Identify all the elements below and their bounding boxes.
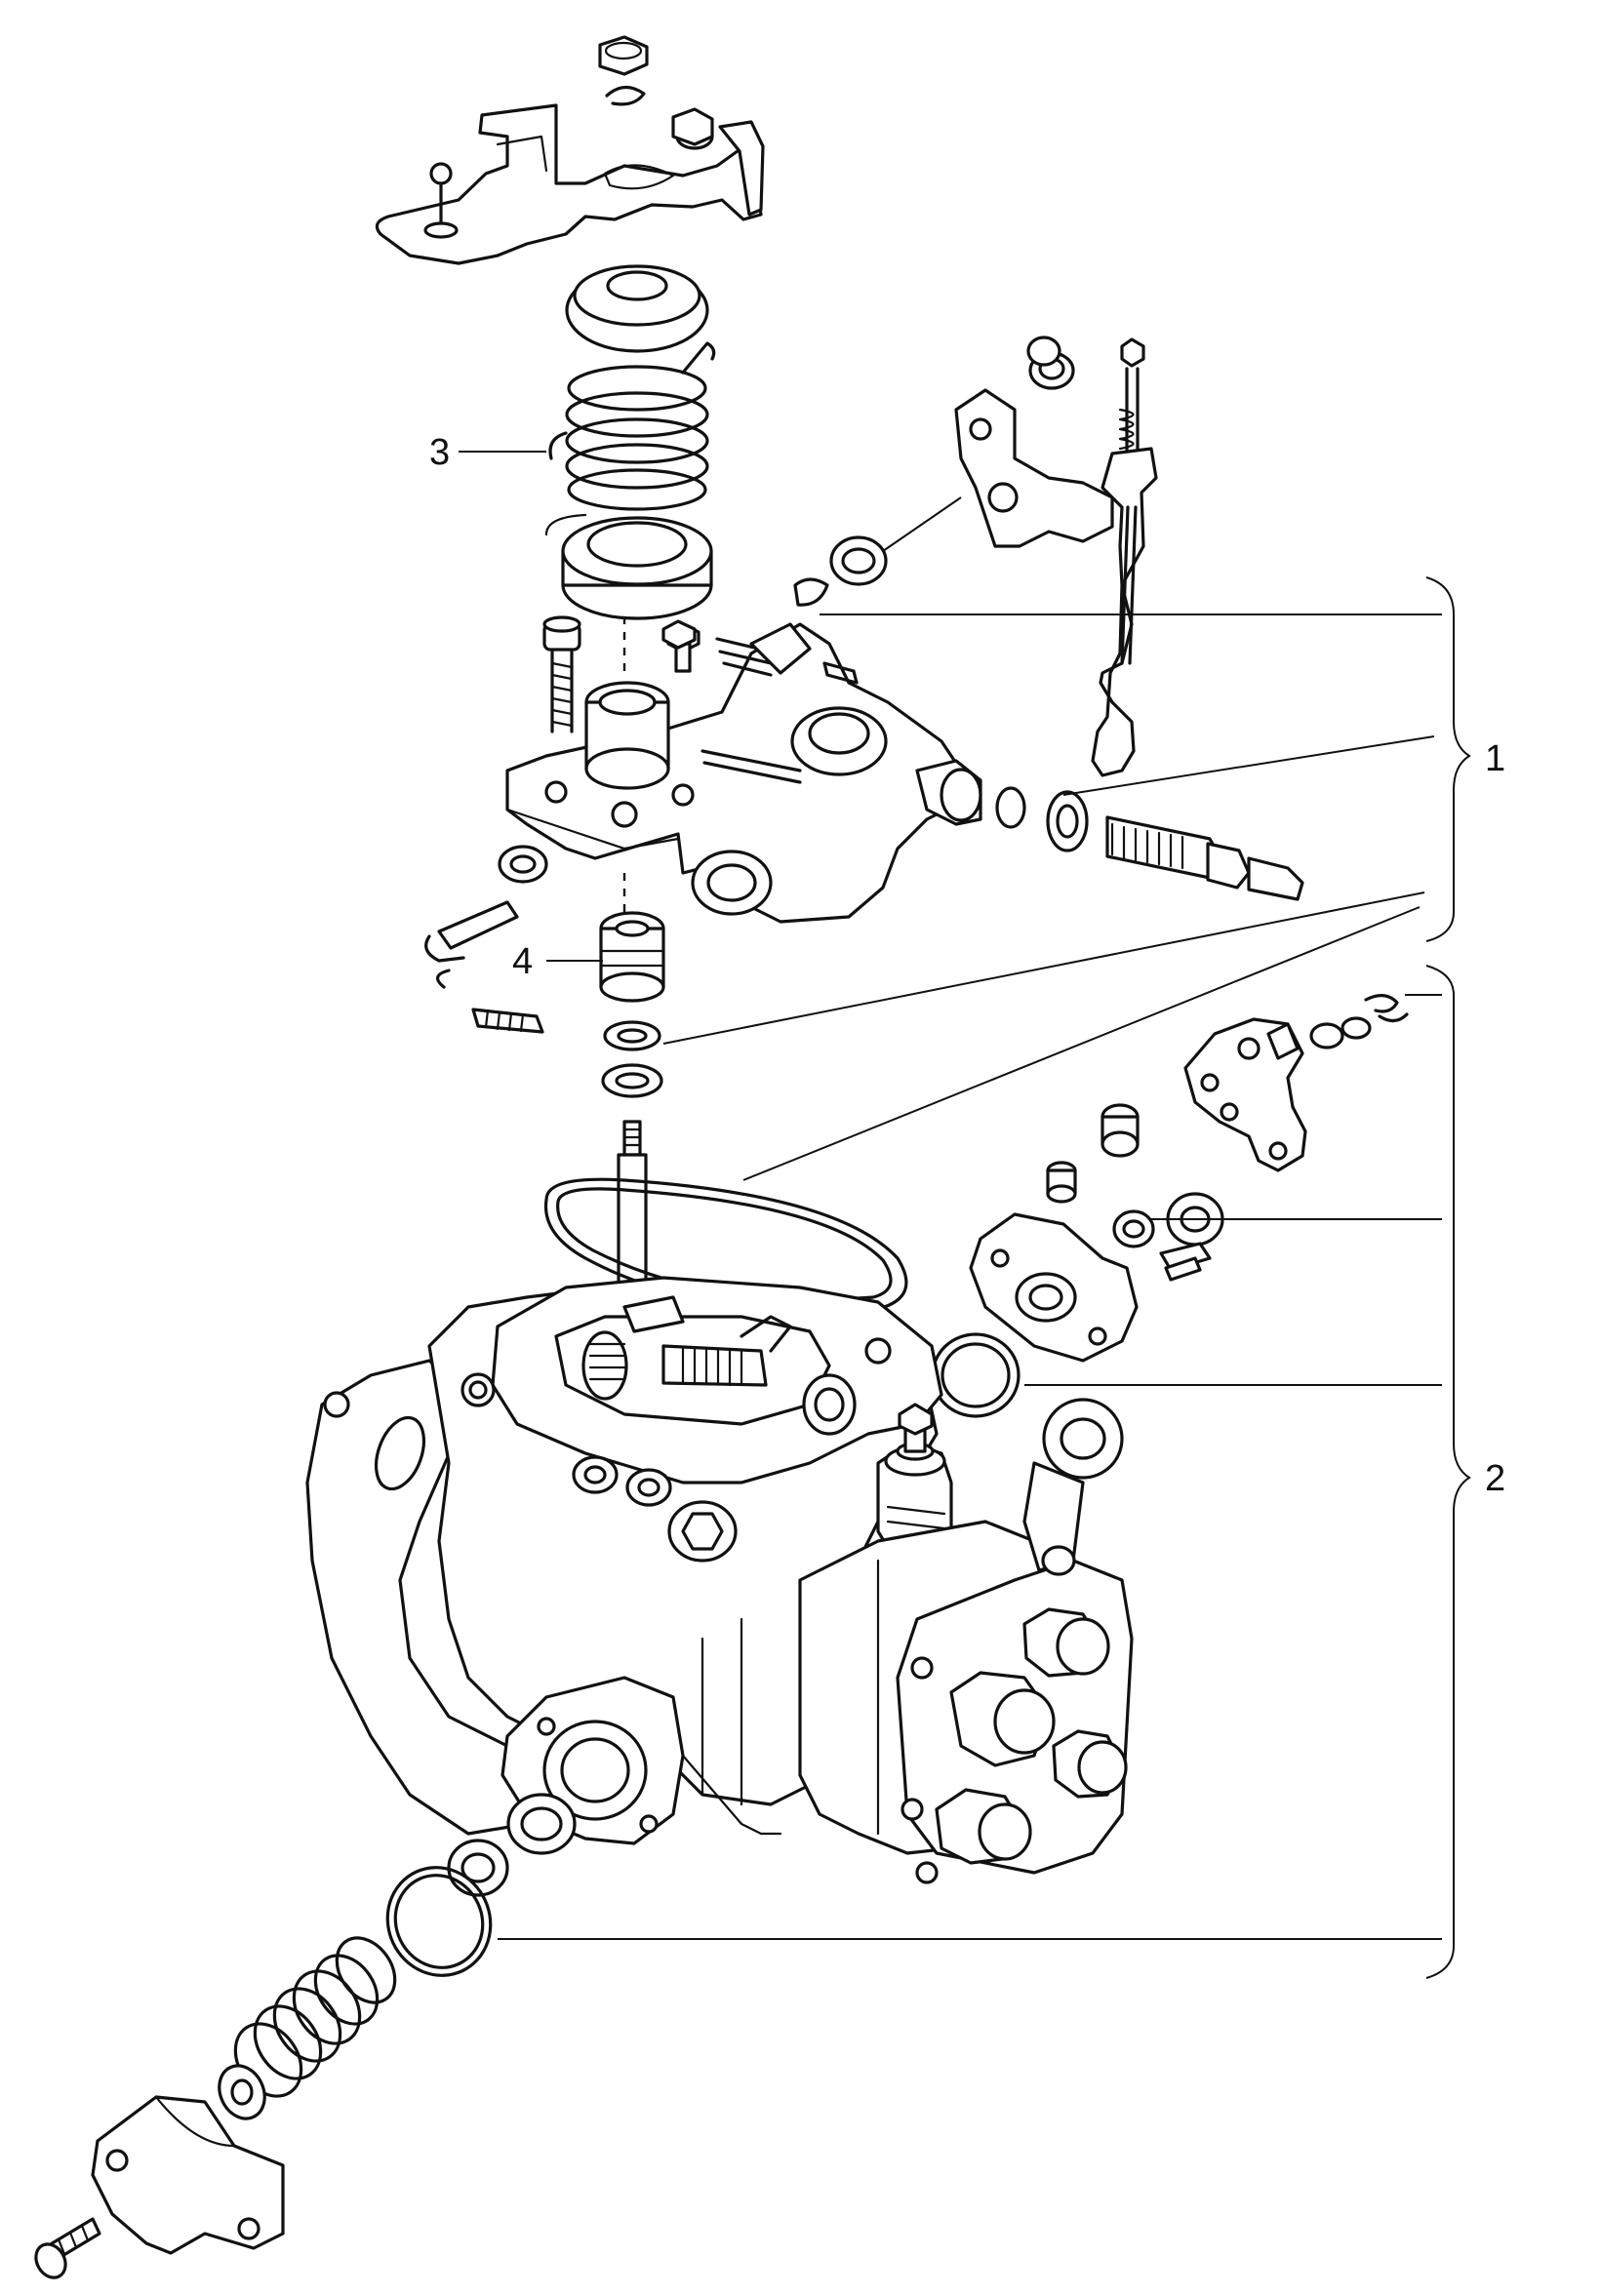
- linkage-rod: [793, 336, 1158, 777]
- stop-solenoid-bracket: [969, 994, 1409, 1363]
- callout-3: 3: [429, 432, 450, 473]
- top-lever-assembly: [375, 35, 765, 265]
- hex-bolt: [542, 615, 581, 733]
- pump-body: [305, 1276, 1134, 1884]
- callout-1: 1: [1485, 738, 1505, 779]
- small-fasteners-left: [424, 845, 548, 1034]
- o-ring: [931, 1332, 1021, 1418]
- leader-lines: [459, 451, 1471, 1979]
- oval-gasket: [543, 1177, 908, 1313]
- drive-end-parts: [34, 1793, 577, 2279]
- hex-nut: [598, 35, 649, 76]
- banjo-bolt: [995, 786, 1304, 901]
- spring-seat-upper: [565, 264, 709, 353]
- plunger-bushing: [599, 911, 665, 1303]
- cover-housing: [505, 622, 982, 924]
- callout-4: 4: [512, 941, 533, 982]
- spring-seat-lower: [544, 513, 713, 620]
- governor-spring: [548, 341, 716, 511]
- drive-flange-cover: [91, 2095, 285, 2255]
- callout-2: 2: [1485, 1458, 1505, 1499]
